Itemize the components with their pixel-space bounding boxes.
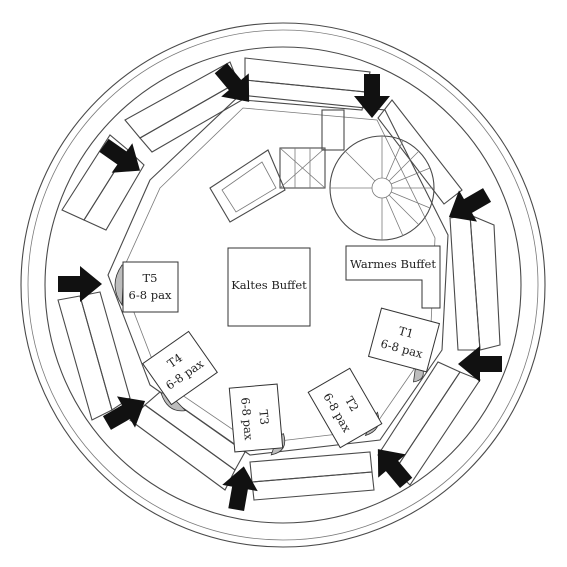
inner-polygon <box>107 94 449 456</box>
table-t4: T4 6-8 pax <box>142 330 218 412</box>
table-t5: T5 6-8 pax <box>114 261 179 313</box>
warmes-buffet: Warmes Buffet <box>345 245 441 309</box>
entrance-arrow-icon <box>222 466 258 512</box>
entrance-arrow-icon <box>448 188 492 222</box>
bar-counter <box>209 109 345 223</box>
table-t1: T1 6-8 pax <box>367 307 441 383</box>
table-t1-id: T1 <box>397 324 415 341</box>
warmes-buffet-label: Warmes Buffet <box>350 257 436 271</box>
entrance-arrow-icon <box>377 449 413 488</box>
table-t5-pax: 6-8 pax <box>129 288 172 302</box>
table-t2: T2 6-8 pax <box>307 367 383 449</box>
entrance-arrow-icon <box>214 63 250 102</box>
entrance-arrow-icon <box>102 396 146 430</box>
entrance-arrow-icon <box>58 266 102 302</box>
kaltes-buffet: Kaltes Buffet <box>227 247 311 327</box>
entrance-arrows <box>58 63 502 512</box>
table-t5-id: T5 <box>143 271 158 285</box>
table-t3: T3 6-8 pax <box>228 383 286 456</box>
table-t2-id: T2 <box>342 394 362 414</box>
table-t3-pax: 6-8 pax <box>238 397 256 441</box>
spiral-staircase <box>329 135 435 241</box>
kaltes-buffet-label: Kaltes Buffet <box>231 278 307 292</box>
table-t3-id: T3 <box>256 409 271 425</box>
outer-walls <box>20 22 546 548</box>
entrance-arrow-icon <box>458 346 502 382</box>
entrance-arrow-icon <box>99 138 141 173</box>
entrance-arrow-icon <box>354 74 390 118</box>
